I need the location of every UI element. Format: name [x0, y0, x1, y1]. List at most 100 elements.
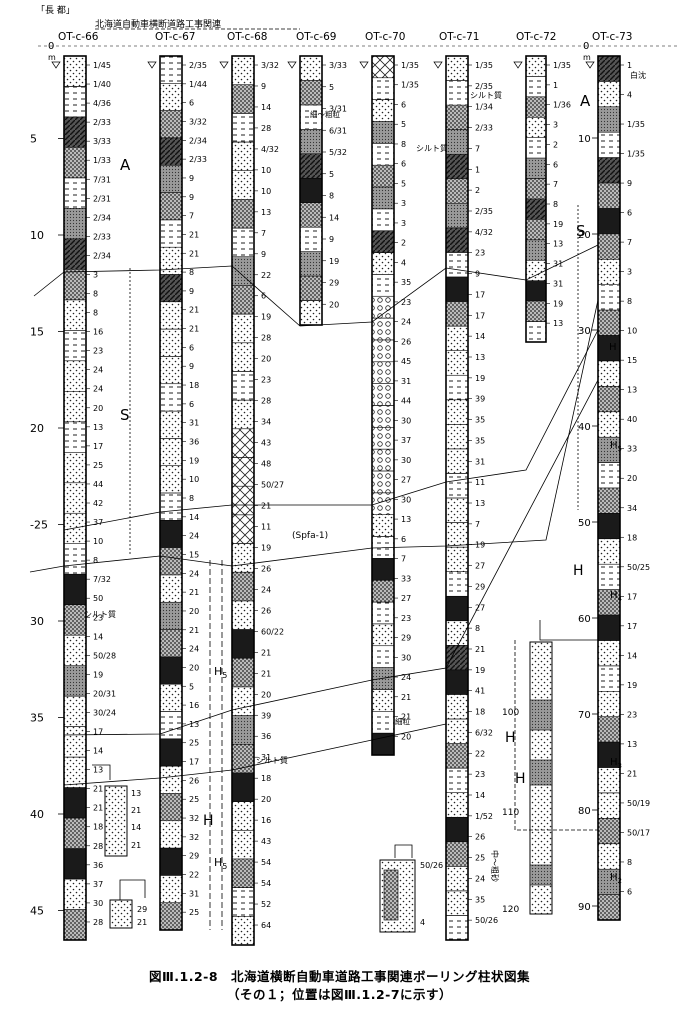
n-value: 44 [401, 397, 411, 406]
stratum-layer [597, 106, 621, 133]
n-value: 2 [401, 239, 406, 248]
n-value: 23 [261, 376, 271, 385]
stratum-layer [63, 634, 87, 666]
stratum-layer [231, 199, 255, 229]
stratum-layer [159, 793, 183, 821]
n-value: 30 [401, 653, 411, 662]
stratum-layer [371, 711, 395, 734]
depth-tick: 15 [30, 326, 44, 339]
stratum-layer [159, 847, 183, 876]
stratum-layer [63, 909, 87, 941]
stratum-layer [231, 84, 255, 114]
n-value: 13 [627, 386, 637, 395]
n-value: 29 [401, 634, 411, 643]
n-value: 14 [261, 103, 271, 112]
n-value: 37 [93, 880, 103, 889]
stratum-layer [63, 269, 87, 301]
stratum-layer [525, 76, 547, 98]
unit-A-left: A [120, 156, 131, 174]
n-value: 21 [261, 669, 271, 678]
n-value: 19 [329, 257, 339, 266]
stratum-layer [371, 689, 395, 712]
n-value: 23 [401, 298, 411, 307]
stratum-layer [159, 219, 183, 248]
n-value: 13 [627, 740, 637, 749]
n-value: 14 [329, 213, 339, 222]
n-value: 26 [261, 606, 271, 615]
svg-text:21: 21 [131, 806, 141, 815]
n-value: 9 [261, 250, 266, 259]
stratum-layer [597, 208, 621, 235]
stratum-layer [597, 157, 621, 184]
stratum-layer [159, 711, 183, 740]
depth-zero: 0 [583, 41, 589, 52]
stratum-layer [371, 317, 395, 341]
n-value: 14 [189, 513, 199, 522]
stratum-layer [597, 309, 621, 336]
borehole-id: OT-c-72 [516, 31, 556, 43]
borehole-ot-c-68: OT-c-683/32914284/3210101379226192820232… [219, 31, 284, 946]
n-value: 6 [627, 887, 632, 896]
n-value: 3 [401, 219, 406, 228]
n-value: 8 [189, 494, 194, 503]
n-value: 6 [401, 535, 406, 544]
n-value: 13 [475, 353, 485, 362]
stratum-layer [299, 129, 323, 155]
n-value: 37 [401, 436, 411, 445]
borehole-id: OT-c-70 [365, 31, 405, 43]
stratum-layer [299, 226, 323, 252]
unit-S-right: S [576, 222, 586, 240]
annot-finecoarse: 細～粗粒 [310, 109, 340, 119]
n-value: 50/25 [627, 563, 650, 572]
n-value: 4/36 [93, 99, 111, 108]
n-value: 16 [189, 701, 199, 710]
stratum-layer [597, 411, 621, 438]
n-value: 27 [401, 476, 411, 485]
stratum-layer [445, 645, 469, 671]
n-value: 3/33 [93, 137, 111, 146]
n-value: 22 [261, 271, 271, 280]
stratum-layer [445, 104, 469, 130]
n-value: 23 [627, 710, 637, 719]
n-value: 50 [93, 594, 103, 603]
stratum-layer [445, 80, 469, 106]
stratum-layer [371, 164, 395, 188]
n-value: 7 [475, 520, 480, 529]
n-value: 25 [189, 739, 199, 748]
n-value: 24 [189, 569, 199, 578]
unit-H5-right: H5 [610, 440, 622, 453]
n-value: 5 [401, 179, 406, 188]
n-value: 20 [261, 690, 271, 699]
stratum-layer [63, 543, 87, 575]
n-value: 21 [189, 230, 199, 239]
n-value: 21 [261, 502, 271, 511]
n-value: 20 [627, 474, 637, 483]
n-value: 17 [475, 290, 485, 299]
stratum-layer [371, 645, 395, 668]
stratum-layer [159, 902, 183, 931]
stratum-layer [231, 571, 255, 602]
n-value: 9 [261, 82, 266, 91]
n-value: 20 [329, 300, 339, 309]
stratum-layer [445, 448, 469, 474]
n-value: 28 [93, 918, 103, 927]
n-value: 13 [553, 240, 563, 249]
stratum-layer [445, 669, 469, 695]
n-value: 2/33 [475, 124, 493, 133]
water-level-icon [585, 61, 595, 69]
stratum-layer [159, 328, 183, 357]
stratum-layer [231, 744, 255, 774]
n-value: 3 [553, 121, 558, 130]
stratum-layer [445, 743, 469, 769]
n-value: 4/32 [475, 228, 493, 237]
n-value: 14 [627, 651, 637, 660]
n-value: 21 [93, 785, 103, 794]
n-value: 34 [627, 504, 637, 513]
stratum-layer [231, 399, 255, 430]
stratum-layer [159, 683, 183, 712]
stratum-layer [445, 767, 469, 793]
unit-H5-b: H5 [214, 856, 227, 871]
n-value: 9 [189, 287, 194, 296]
stratum-layer [231, 428, 255, 458]
n-value: 30 [401, 495, 411, 504]
